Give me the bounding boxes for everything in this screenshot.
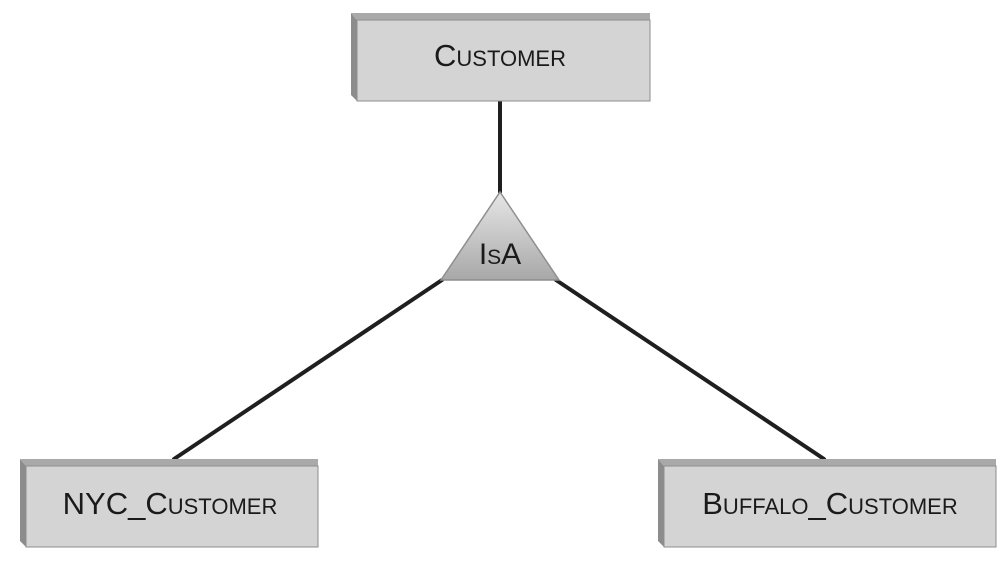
- entity-label-buffalo-customer: Buffalo_Customer: [702, 486, 957, 521]
- entity-box: [25, 465, 319, 548]
- entity-bevel-left: [20, 459, 26, 547]
- connector-isa-right: [554, 278, 826, 461]
- connectors: [172, 99, 826, 461]
- entity-buffalo-customer[interactable]: Buffalo_Customer: [658, 459, 997, 548]
- entity-bevel-top: [20, 459, 318, 466]
- connector-isa-left: [172, 278, 444, 461]
- isa-shape: [439, 190, 561, 281]
- isa-label: IsA: [479, 238, 521, 271]
- entity-customer[interactable]: Customer: [351, 13, 651, 102]
- entity-nyc-customer[interactable]: NYC_Customer: [20, 459, 319, 548]
- entity-label-nyc-customer: NYC_Customer: [63, 486, 278, 521]
- entity-label-customer: Customer: [434, 38, 566, 73]
- entity-bevel-top: [351, 13, 650, 20]
- entity-box: [663, 465, 997, 548]
- entity-bevel-top: [658, 459, 996, 466]
- isa-triangle[interactable]: IsA: [439, 190, 561, 281]
- entity-bevel-left: [351, 13, 357, 101]
- entity-box: [356, 19, 651, 102]
- entity-bevel-left: [658, 459, 664, 547]
